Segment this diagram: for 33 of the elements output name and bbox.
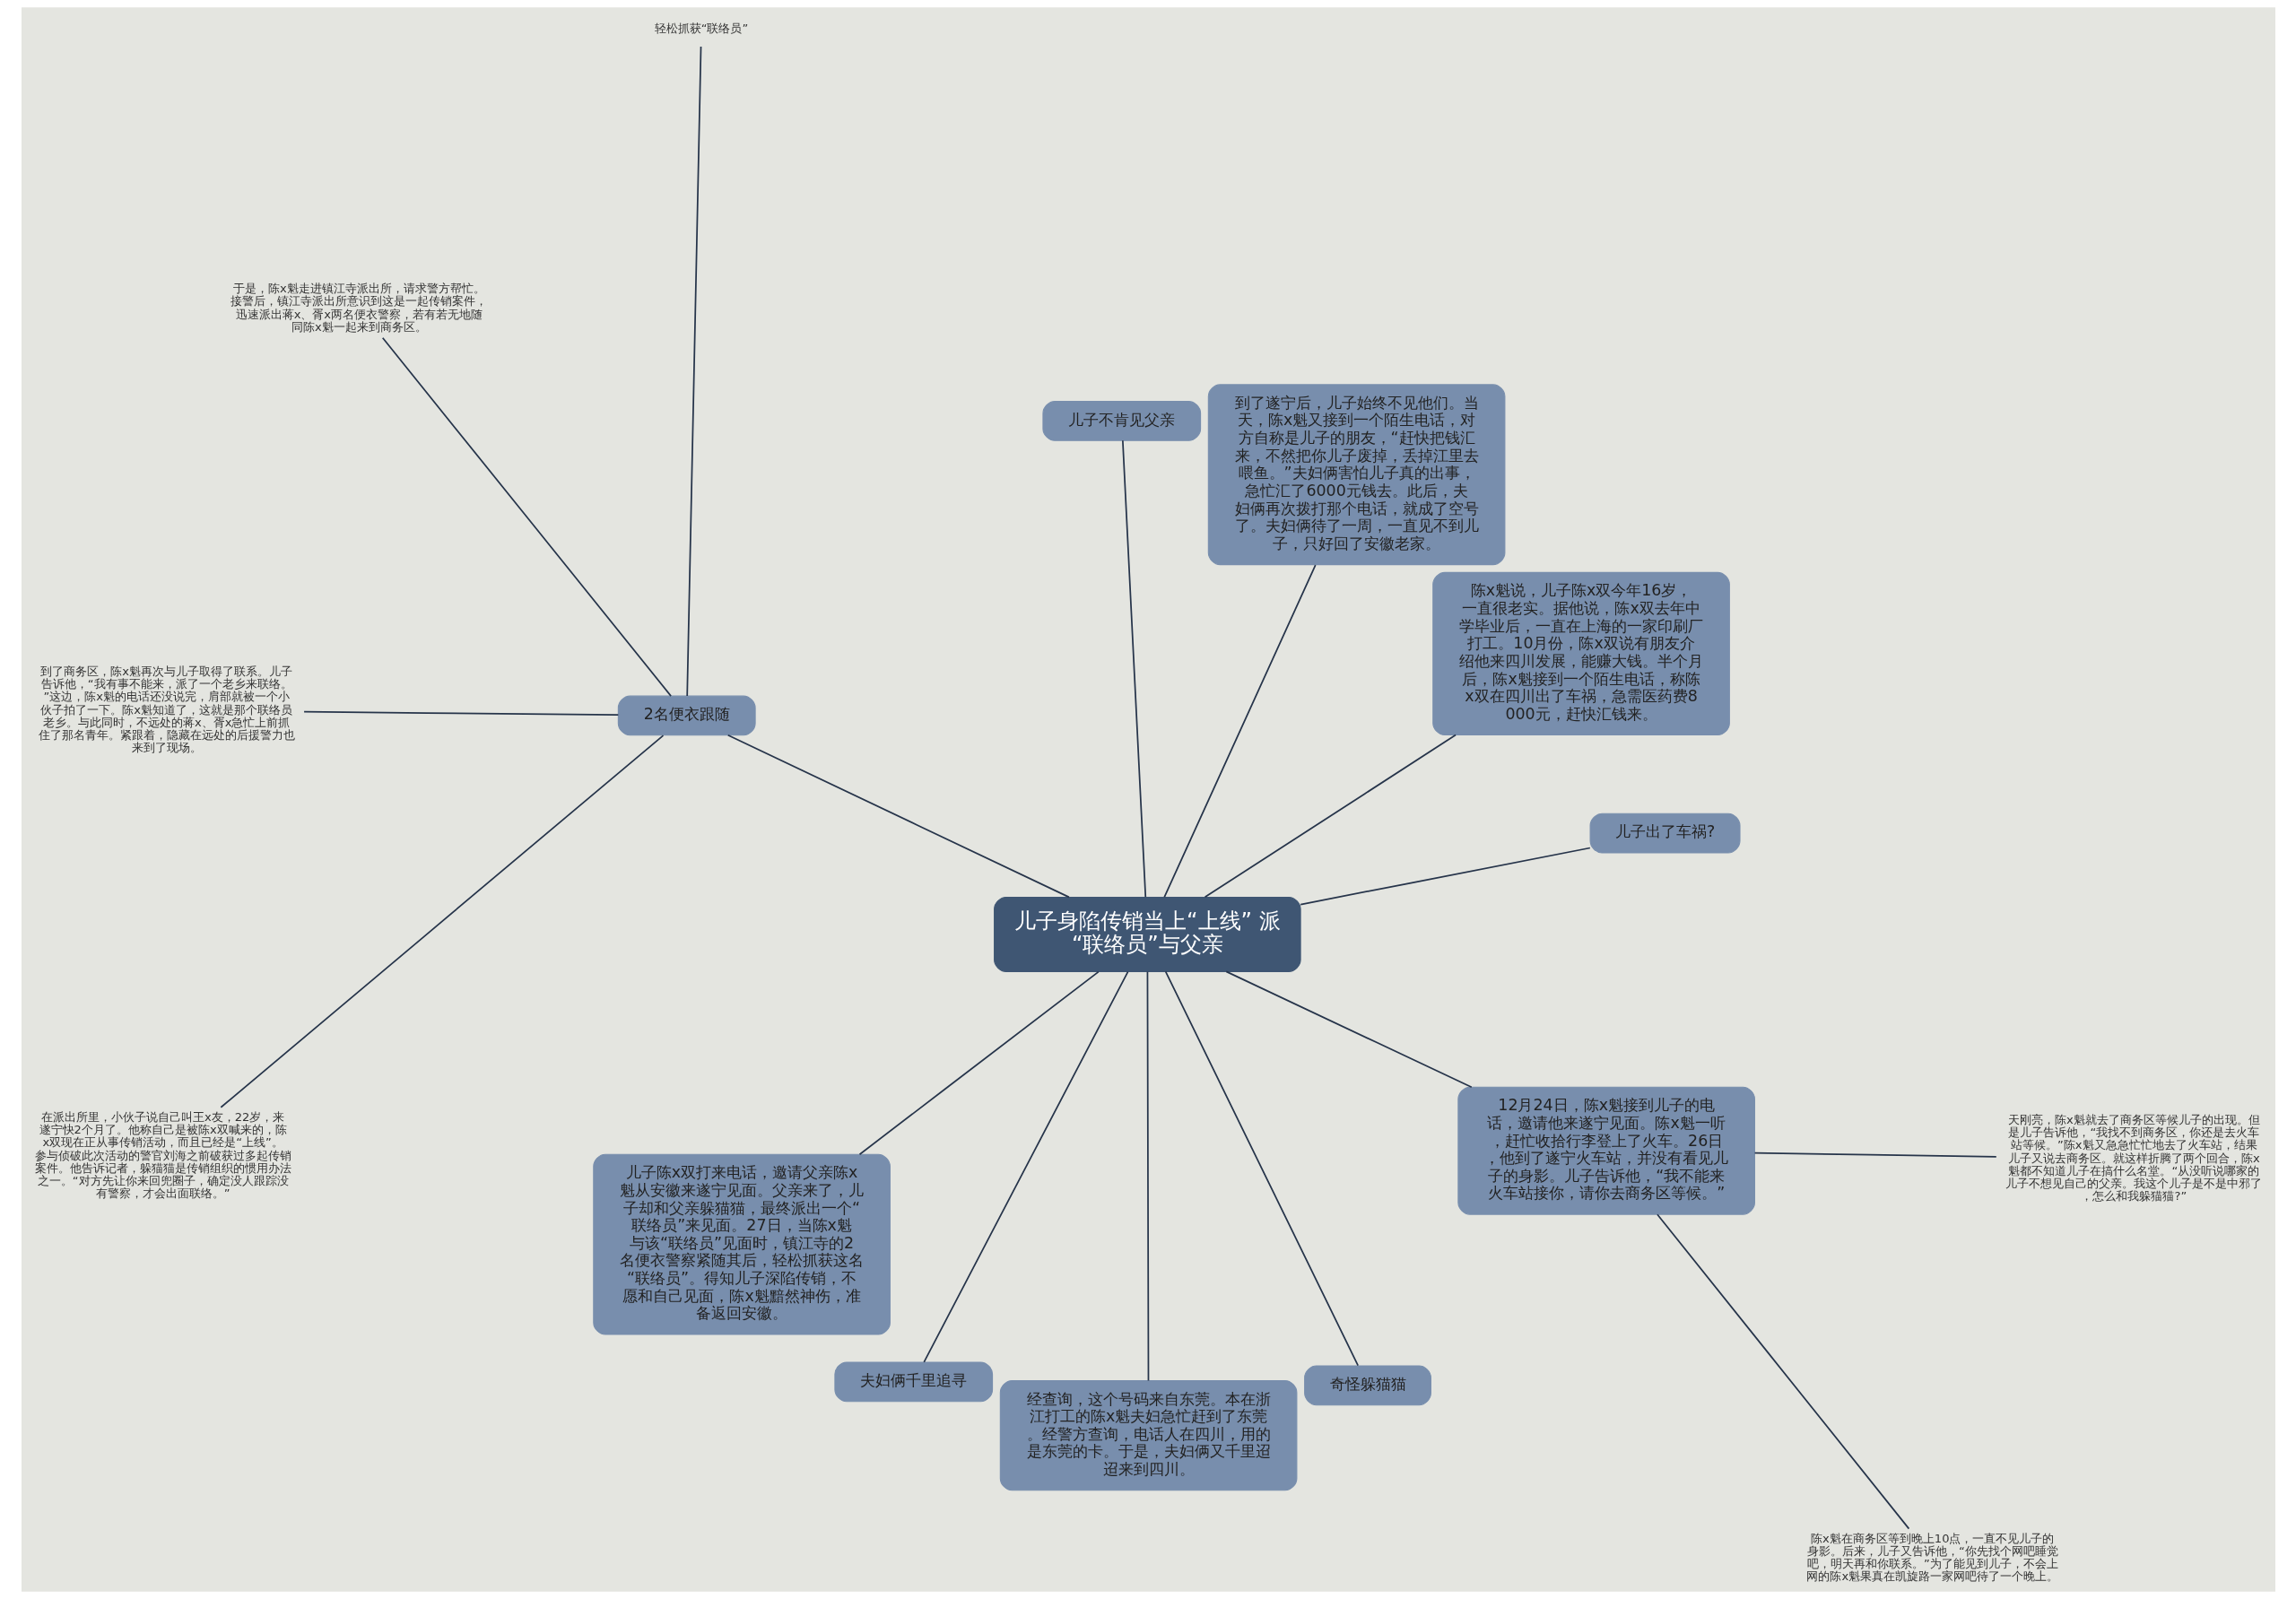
connector (1656, 1213, 1909, 1530)
connector (381, 336, 672, 697)
connector (1146, 970, 1149, 1382)
node-box: 12月24日，陈x魁接到儿子的电话，邀请他来遂宁见面。陈x魁一听，赶忙收拾行李登上了火车。26日，他到了遂宁火车站，并没有看见儿子的身影。儿子告诉他，“我不能来火车站接你，请你去商务区等候。” (1457, 1086, 1755, 1215)
connector (1164, 970, 1359, 1367)
node-text: 天刚亮，陈x魁就去了商务区等候儿子的出现。但是儿子告诉他，“我找不到商务区，你还是去火车站等候。”陈x魁又急急忙忙地去了火车站，结果儿子又说去商务区。就这样折腾了两个回合，陈x魁都不知道儿子在搞什么名堂。“从没听说哪家的儿子不想见自己的父亲。我这个儿子是不是中邪了，怎么和我躲猫猫?” (2005, 1113, 2262, 1204)
connector (858, 970, 1100, 1156)
node-box: 儿子陈x双打来电话，邀请父亲陈x魁从安徽来遂宁见面。父亲来了，儿子却和父亲躲猫猫，最终派出一个“联络员”来见面。27日，当陈x魁与该“联络员”见面时，镇江寺的2名便衣警察紧随其后，轻松抓获这名“联络员”。得知儿子深陷传销，不愿和自己见面，陈x魁黯然神伤，准备返回安徽。 (592, 1153, 891, 1335)
connector (302, 710, 619, 717)
connector (922, 970, 1128, 1363)
node-box: 经查询，这个号码来自东莞。本在浙江打工的陈x魁夫妇急忙赶到了东莞。经警方查询，电话人在四川，用的是东莞的卡。于是，夫妇俩又千里迢迢来到四川。 (999, 1380, 1297, 1491)
node-box: 儿子出了车祸? (1589, 813, 1741, 854)
node-box: 2名便衣跟随 (617, 695, 756, 736)
connector (1121, 439, 1146, 899)
node-box: 儿子不肯见父亲 (1041, 401, 1201, 441)
node-text: 在派出所里，小伙子说自己叫王x友，22岁，来遂宁快2个月了。他称自己是被陈x双喊来的，陈x双现在正从事传销活动，而且已经是“上线”。参与侦破此次活动的警官刘海之前破获过多起传销案件。他告诉记者，躲猫猫是传销组织的惯用办法之一。“对方先让你来回兜圈子，确定没人跟踪没有警察，才会出面联络。” (34, 1109, 291, 1201)
connector (726, 734, 1070, 899)
connector (1299, 847, 1591, 906)
node-text: 陈x魁在商务区等到晚上10点，一直不见儿子的身影。后来，儿子又告诉他，“你先找个网吧睡觉吧，明天再和你联系。”为了能见到儿子，不会上网的陈x魁果真在凯旋路一家网吧待了一个晚上。 (1805, 1531, 2058, 1584)
connector (1204, 734, 1457, 899)
node-text: 到了商务区，陈x魁再次与儿子取得了联系。儿子告诉他，“我有事不能来，派了一个老乡来联络。”这边，陈x魁的电话还没说完，肩部就被一个小伙子拍了一下。陈x魁知道了，这就是那个联络员老乡。与此同时，不远处的蒋x、胥x急忙上前抓住了那名青年。紧跟着，隐藏在远处的后援警力也来到了现场。 (38, 664, 295, 755)
connector (1753, 1151, 1997, 1158)
connector (1162, 564, 1317, 899)
node-text: 于是，陈x魁走进镇江寺派出所，请求警方帮忙。接警后，镇江寺派出所意识到这是一起传销案件，迅速派出蒋x、胥x两名便衣警察，若有若无地随同陈x魁一起来到商务区。 (230, 282, 487, 334)
node-box: 儿子身陷传销当上“上线” 派“联络员”与父亲 (993, 896, 1301, 972)
node-box: 奇怪躲猫猫 (1303, 1365, 1431, 1406)
node-box: 陈x魁说，儿子陈x双今年16岁，一直很老实。据他说，陈x双去年中学毕业后，一直在上海的一家印刷厂打工。10月份，陈x双说有朋友介绍他来四川发展，能赚大钱。半个月后，陈x魁接到一个陌生电话，称陈x双在四川出了车祸，急需医药费8000元，赶快汇钱来。 (1431, 571, 1730, 736)
connector (219, 734, 664, 1108)
connector (685, 46, 701, 697)
connector (1224, 970, 1473, 1089)
node-text: 轻松抓获“联络员” (654, 21, 748, 35)
node-box: 夫妇俩千里追寻 (833, 1361, 993, 1403)
node-box: 到了遂宁后，儿子始终不见他们。当天，陈x魁又接到一个陌生电话，对方自称是儿子的朋友，“赶快把钱汇来，不然把你儿子废掉，丢掉江里去喂鱼。”夫妇俩害怕儿子真的出事，急忙汇了6000元钱去。此后，夫妇俩再次拨打那个电话，就成了空号了。夫妇俩待了一周，一直见不到儿子，只好回了安徽老家。 (1207, 384, 1505, 566)
